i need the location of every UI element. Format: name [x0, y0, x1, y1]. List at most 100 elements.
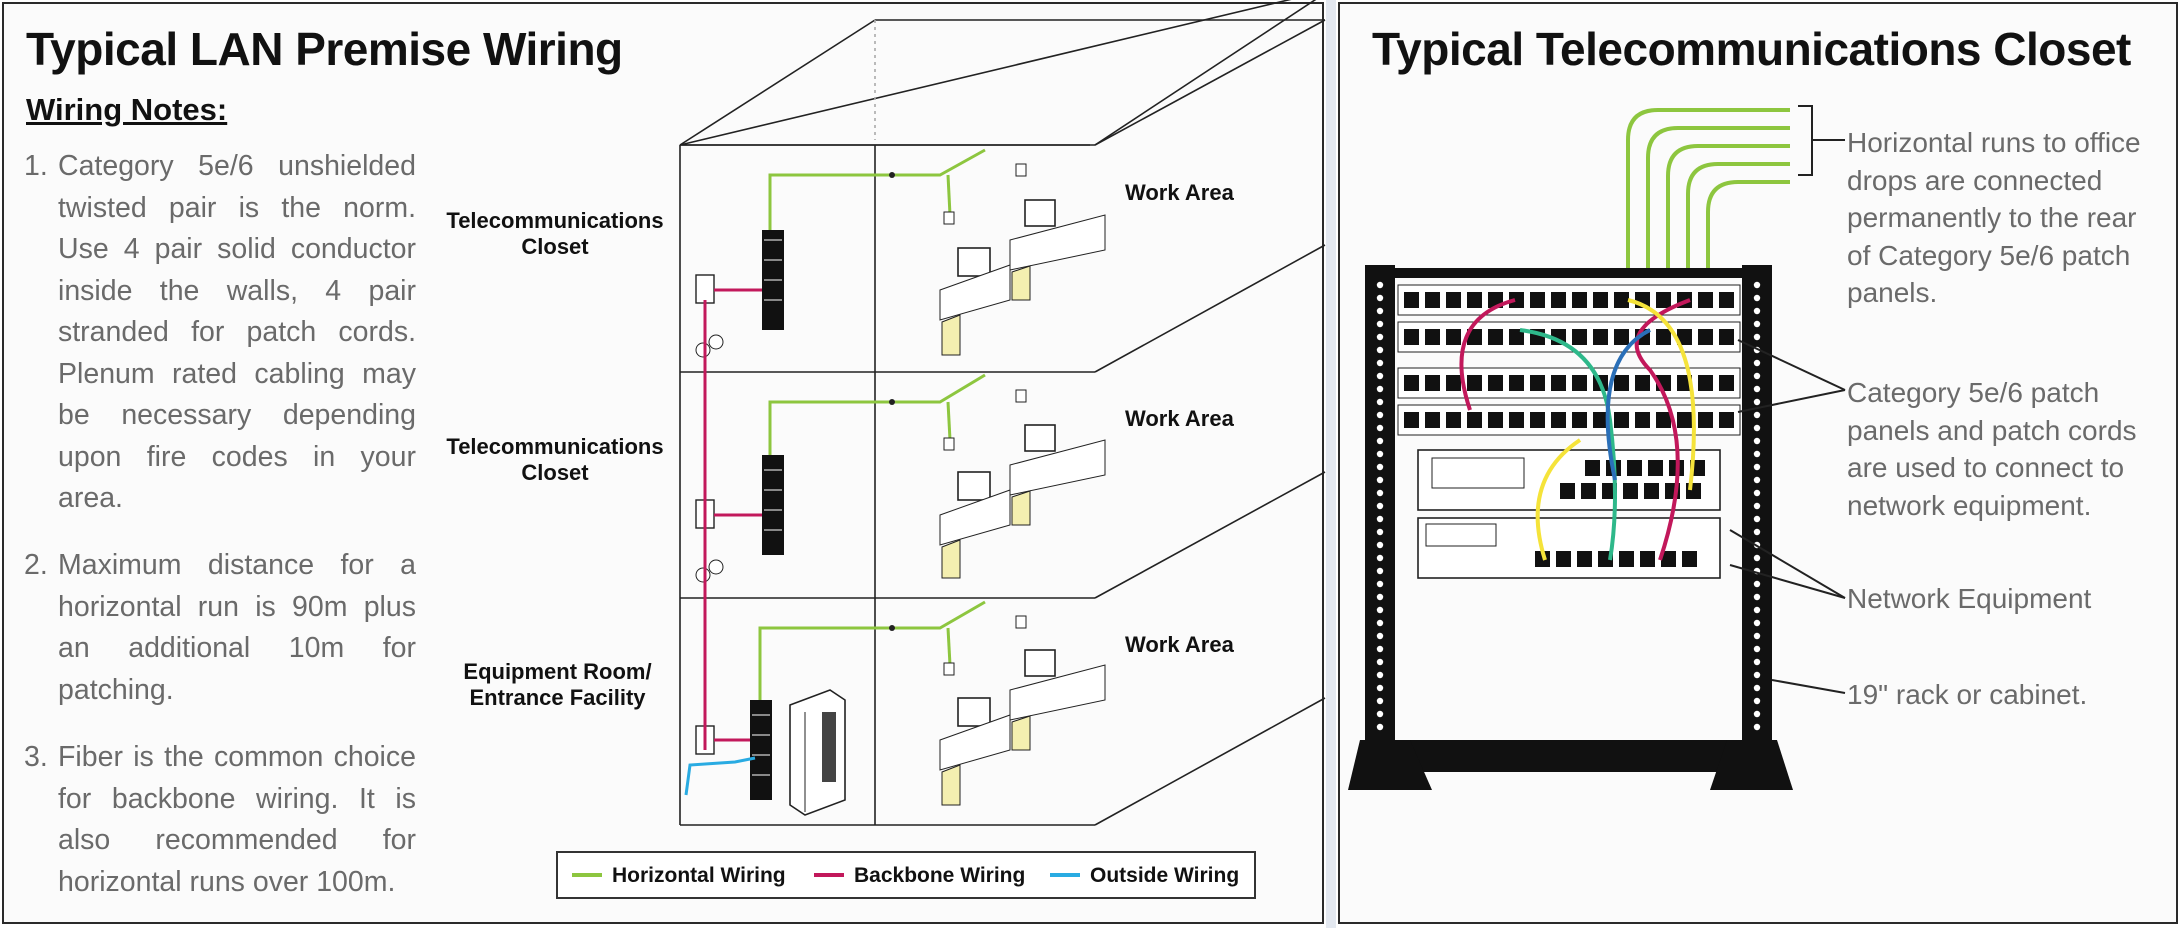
rack-hole — [1753, 684, 1761, 692]
wiring-note-1: 1. Category 5e/6 unshielded twisted pair… — [24, 146, 416, 520]
rack-hole — [1376, 710, 1384, 718]
rack-hole — [1753, 593, 1761, 601]
rack-hole — [1753, 463, 1761, 471]
patch-port — [1719, 292, 1734, 308]
rack-hole — [1753, 424, 1761, 432]
patch-port — [1509, 375, 1524, 391]
patch-port — [1698, 292, 1713, 308]
patch-port — [1446, 412, 1461, 428]
rack-hole — [1753, 476, 1761, 484]
rack-hole — [1753, 619, 1761, 627]
patch-cords — [1459, 298, 1696, 561]
patch-port — [1404, 412, 1419, 428]
switch-port — [1640, 551, 1655, 567]
patch-port — [1446, 375, 1461, 391]
workstation-icon — [939, 649, 1106, 806]
bracket — [1798, 105, 1845, 176]
legend-label-backbone: Backbone Wiring — [854, 864, 1026, 887]
rack-hole — [1376, 333, 1384, 341]
patch-port — [1677, 329, 1692, 345]
note-text: Category 5e/6 unshielded twisted pair is… — [58, 150, 416, 514]
legend-swatch-outside — [1050, 872, 1080, 877]
panel-gap — [1326, 0, 1336, 928]
premise-wiring-title: Typical LAN Premise Wiring — [26, 23, 623, 75]
equipment-rack-icon — [762, 455, 784, 555]
switch-port — [1682, 551, 1697, 567]
switch-port — [1661, 551, 1676, 567]
rack-hole — [1376, 502, 1384, 510]
rack-hole — [1376, 619, 1384, 627]
legend-label-horizontal: Horizontal Wiring — [612, 864, 786, 887]
rack-hole — [1376, 567, 1384, 575]
switch-port — [1623, 483, 1638, 499]
note-number: 2. — [24, 549, 48, 581]
patch-port — [1467, 412, 1482, 428]
rack-hole — [1376, 450, 1384, 458]
rack-hole — [1376, 463, 1384, 471]
rack-hole — [1376, 346, 1384, 354]
rack-hole — [1753, 437, 1761, 445]
rack-hole — [1376, 424, 1384, 432]
patch-port — [1530, 292, 1545, 308]
floor-middle — [695, 373, 1106, 583]
building-diagram — [679, 0, 1326, 826]
callout-lines — [1729, 339, 1846, 694]
switch-port — [1627, 460, 1642, 476]
equipment-rack-icon — [750, 700, 772, 800]
rack-hole — [1376, 385, 1384, 393]
rack-hole — [1376, 320, 1384, 328]
rack-hole — [1753, 307, 1761, 315]
patch-port — [1530, 412, 1545, 428]
rack-hole — [1753, 281, 1761, 289]
rack-hole — [1753, 333, 1761, 341]
patch-port — [1509, 412, 1524, 428]
patch-panels — [1397, 284, 1741, 436]
patch-port — [1488, 329, 1503, 345]
rack-hole — [1753, 489, 1761, 497]
note-text: Maximum distance for a horizontal run is… — [58, 549, 416, 706]
rack-hole — [1376, 606, 1384, 614]
label-equipment-room: Equipment Room/ Entrance Facility — [463, 659, 652, 710]
rack-hole — [1376, 411, 1384, 419]
rack-hole — [1753, 411, 1761, 419]
legend-outside: Outside Wiring — [1050, 864, 1239, 888]
patch-port — [1719, 329, 1734, 345]
wall-box-icon — [695, 274, 715, 304]
callout-network-equipment: Network Equipment — [1847, 583, 2092, 614]
label-work-area-middle: Work Area — [1125, 406, 1234, 431]
patch-port — [1551, 412, 1566, 428]
legend-backbone: Backbone Wiring — [814, 864, 1025, 888]
patch-port — [1467, 329, 1482, 345]
network-switch-2 — [1417, 517, 1721, 579]
rack-hole — [1376, 307, 1384, 315]
patch-port — [1614, 329, 1629, 345]
rack-hole — [1753, 528, 1761, 536]
rack-hole — [1376, 372, 1384, 380]
server-cabinet-icon — [789, 689, 846, 816]
rack-hole — [1376, 281, 1384, 289]
switch-port — [1686, 483, 1701, 499]
patch-port — [1677, 412, 1692, 428]
switch-port — [1644, 483, 1659, 499]
outside-wire — [684, 756, 756, 796]
patch-port — [1698, 375, 1713, 391]
patch-port — [1404, 329, 1419, 345]
rack-hole — [1753, 398, 1761, 406]
note-number: 1. — [24, 150, 48, 182]
patch-port — [1614, 375, 1629, 391]
patch-port — [1656, 292, 1671, 308]
switch-port — [1556, 551, 1571, 567]
patch-port — [1425, 292, 1440, 308]
patch-port — [1551, 375, 1566, 391]
rack-hole — [1753, 645, 1761, 653]
rack-hole — [1376, 671, 1384, 679]
patch-port — [1425, 375, 1440, 391]
patch-port — [1551, 292, 1566, 308]
legend-swatch-horizontal — [572, 872, 602, 877]
rack-hole — [1753, 710, 1761, 718]
rack-hole — [1753, 385, 1761, 393]
switch-port — [1619, 551, 1634, 567]
patch-port — [1614, 292, 1629, 308]
patch-port — [1656, 412, 1671, 428]
rack-hole — [1376, 528, 1384, 536]
